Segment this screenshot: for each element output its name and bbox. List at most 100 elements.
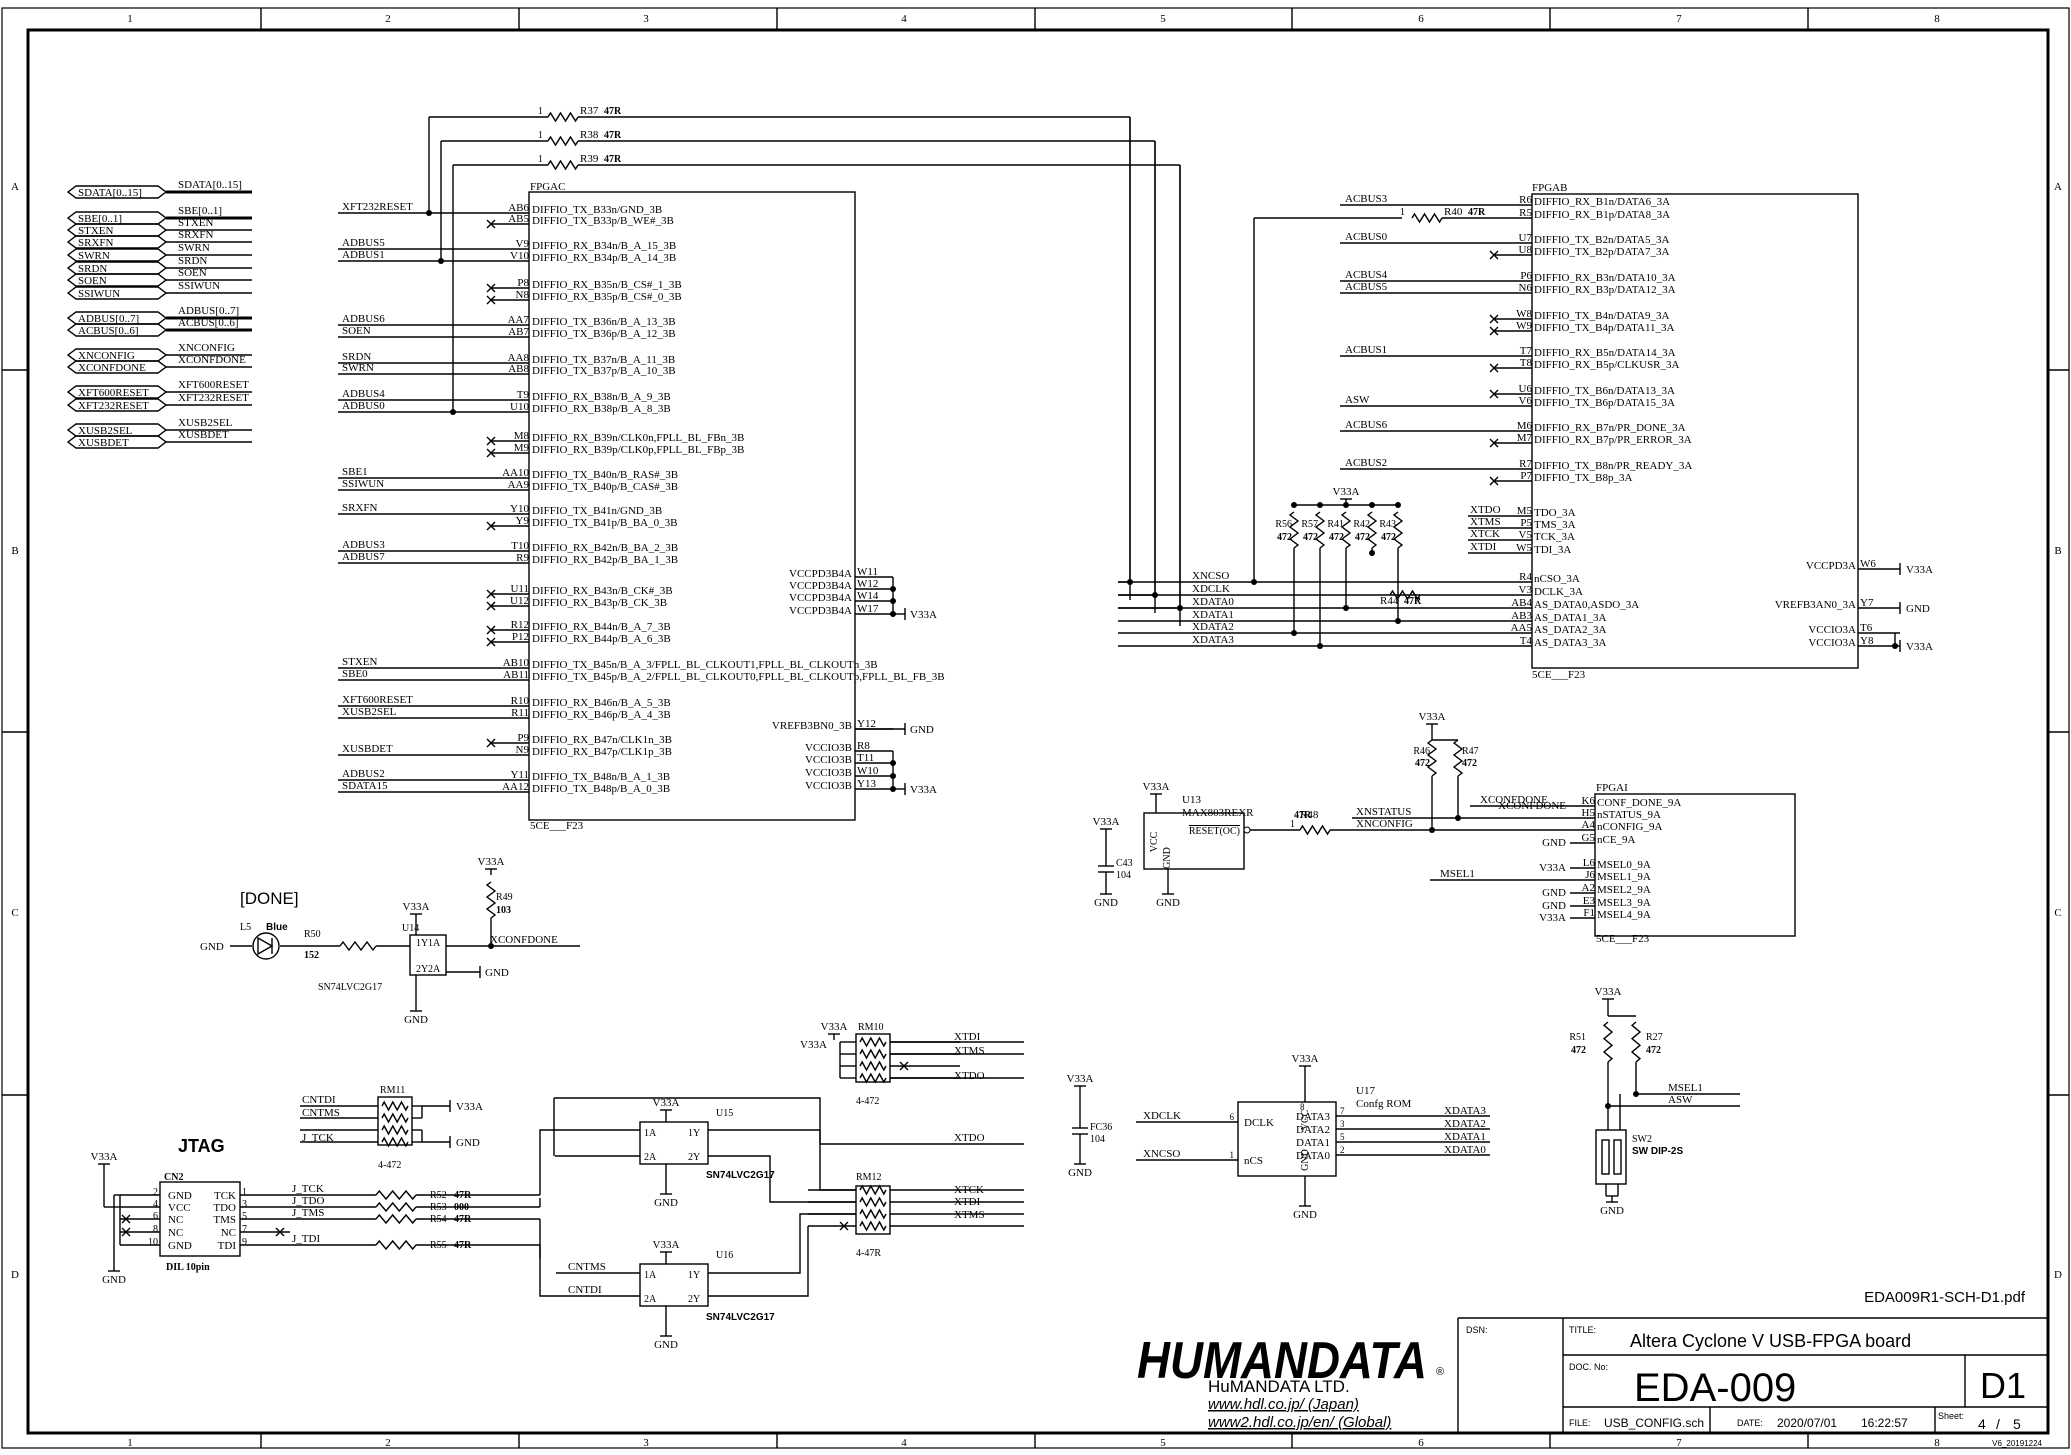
junction-dot <box>450 409 456 415</box>
vcc-label: V33A <box>403 901 430 913</box>
url-global[interactable]: www2.hdl.co.jp/en/ (Global) <box>1208 1414 1391 1431</box>
jtag-net-label: CNTMS <box>568 1261 606 1273</box>
fpgac-pin-name: DIFFIO_TX_B48p/B_A_0_3B <box>532 783 670 795</box>
rm10-ref: RM10 <box>858 1022 884 1033</box>
no-connect-mark <box>486 637 496 647</box>
u17-pin-name: DCLK <box>1244 1117 1274 1129</box>
fpgab-pin-name: DIFFIO_TX_B2p/DATA7_3A <box>1534 246 1669 258</box>
fpgab-net-label: ACBUS6 <box>1345 419 1388 431</box>
rm10-body <box>855 1033 891 1083</box>
fpgab-pin-number: R4 <box>1519 571 1532 583</box>
u17-body <box>1237 1101 1337 1177</box>
fpgab-pin-name: DIFFIO_RX_B3n/DATA10_3A <box>1534 272 1676 284</box>
row-marker: B <box>11 545 18 557</box>
cn2-pin-num: 5 <box>242 1211 247 1222</box>
u17-part: Confg ROM <box>1356 1098 1412 1110</box>
cap-value: 104 <box>1116 870 1131 881</box>
u14-body <box>409 934 447 976</box>
resistor-pin1: 1 <box>538 106 543 117</box>
vcc-label: V33A <box>653 1097 680 1109</box>
fpgac-pin-number: V9 <box>516 238 530 250</box>
resistor-zigzag <box>1630 1021 1642 1063</box>
cn2-pin-name: NC <box>168 1214 183 1226</box>
fpgac-power-pin-number: T11 <box>857 752 874 764</box>
fpgac-pin-name: DIFFIO_RX_B43n/B_CK#_3B <box>532 585 673 597</box>
cn2-pin-name: NC <box>221 1227 236 1239</box>
gnd-label: GND <box>1156 897 1180 909</box>
jtag-x-net: XTDI <box>954 1031 981 1043</box>
fpgac-net-label: ADBUS4 <box>342 388 385 400</box>
config-net-label: XDCLK <box>1192 583 1230 595</box>
fpgac-power-pin-name: VCCPD3B4A <box>789 568 852 580</box>
cap-ref: C43 <box>1116 858 1133 869</box>
fpgac-power-pin-name: VCCIO3B <box>805 780 852 792</box>
jtag-x-net: XTCK <box>954 1184 984 1196</box>
gnd-label: GND <box>1600 1205 1624 1217</box>
gnd-label: GND <box>654 1339 678 1351</box>
fpgac-pin-name: DIFFIO_RX_B46n/B_A_5_3B <box>532 697 671 709</box>
fpgab-net-label: ACBUS4 <box>1345 269 1388 281</box>
sw2-part: SW DIP-2S <box>1632 1146 1683 1157</box>
fpga-bank-9a: FPGAI 5CE___F23 CONF_DONE_9AK6XCONFDONEn… <box>1244 711 1796 945</box>
gnd-label: GND <box>200 941 224 953</box>
fpgab-pin-name: DIFFIO_TX_B2n/DATA5_3A <box>1534 234 1669 246</box>
fpgab-pin-name: DIFFIO_RX_B5n/DATA14_3A <box>1534 347 1676 359</box>
junction-dot <box>1455 815 1461 821</box>
u17-net-label: XDCLK <box>1143 1110 1181 1122</box>
row-marker: D <box>11 1269 19 1281</box>
done-net-label: XCONFDONE <box>490 934 558 946</box>
port-net: STXEN <box>178 217 214 229</box>
vcc-label: V33A <box>1419 711 1446 723</box>
cn2-pin-num: 8 <box>153 1224 158 1235</box>
resistor-ref: R38 <box>580 129 599 141</box>
resistor-zigzag <box>1602 1021 1614 1063</box>
junction-dot <box>426 210 432 216</box>
fpgac-power-pin-name: VCCPD3B4A <box>789 592 852 604</box>
column-marker: 8 <box>1934 1437 1940 1449</box>
resistor-pin1: 1 <box>1290 819 1295 830</box>
u17-pin-num: 2 <box>1340 1145 1345 1155</box>
no-connect-mark <box>486 448 496 458</box>
board-title: Altera Cyclone V USB-FPGA board <box>1630 1331 1911 1351</box>
u14-ref: U14 <box>402 923 419 934</box>
fpgab-pin-name: AS_DATA3_3A <box>1534 637 1607 649</box>
fpgac-power-pin-name: VCCPD3B4A <box>789 580 852 592</box>
fpgac-pin-name: DIFFIO_RX_B47n/CLK1n_3B <box>532 734 672 746</box>
fpgab-pin-name: AS_DATA0,ASDO_3A <box>1534 599 1639 611</box>
fpgac-pin-name: DIFFIO_TX_B36p/B_A_12_3B <box>532 328 676 340</box>
vcc-label: V33A <box>1143 781 1170 793</box>
fpgab-pin-name: DIFFIO_RX_B7p/PR_ERROR_3A <box>1534 434 1692 446</box>
u16-out <box>708 1213 856 1297</box>
fpgab-pin-number: R7 <box>1519 458 1532 470</box>
resistor-pin1: 1 <box>538 130 543 141</box>
url-japan[interactable]: www.hdl.co.jp/ (Japan) <box>1208 1396 1359 1413</box>
port-label: XCONFDONE <box>78 362 146 374</box>
u14-pin: 1Y <box>416 938 428 949</box>
junction-dot <box>1343 502 1349 508</box>
resistor-zigzag <box>381 1136 409 1148</box>
buffer-part: SN74LVC2G17 <box>706 1170 775 1181</box>
port-label: SRXFN <box>78 237 114 249</box>
junction-dot <box>1177 605 1183 611</box>
fpgai-pin-number: E3 <box>1583 895 1596 907</box>
resistor-ref: R42 <box>1353 519 1370 530</box>
fpgab-net-label: ASW <box>1345 394 1370 406</box>
jtag-net-label: J_TDO <box>292 1195 324 1207</box>
u13-vcc: VCC <box>1149 831 1160 852</box>
fpgab-power-pin-name: VCCPD3A <box>1806 560 1856 572</box>
fpgac-pin-name: DIFFIO_RX_B35n/B_CS#_1_3B <box>532 279 682 291</box>
registered-mark: ® <box>1436 1366 1444 1378</box>
fpgai-pin-number: K6 <box>1582 795 1596 807</box>
column-marker: 2 <box>385 13 391 25</box>
column-marker: 7 <box>1676 13 1682 25</box>
rm12-ref: RM12 <box>856 1172 882 1183</box>
fpgac-pin-number: U11 <box>510 583 529 595</box>
buffer-pin: 2Y <box>688 1294 700 1305</box>
no-connect-mark <box>1489 438 1499 448</box>
port-net: SOEN <box>178 267 207 279</box>
resistor-zigzag <box>547 111 579 123</box>
fpgab-pin-name: DIFFIO_RX_B1n/DATA6_3A <box>1534 196 1670 208</box>
fpgac-pin-name: DIFFIO_RX_B38n/B_A_9_3B <box>532 391 671 403</box>
